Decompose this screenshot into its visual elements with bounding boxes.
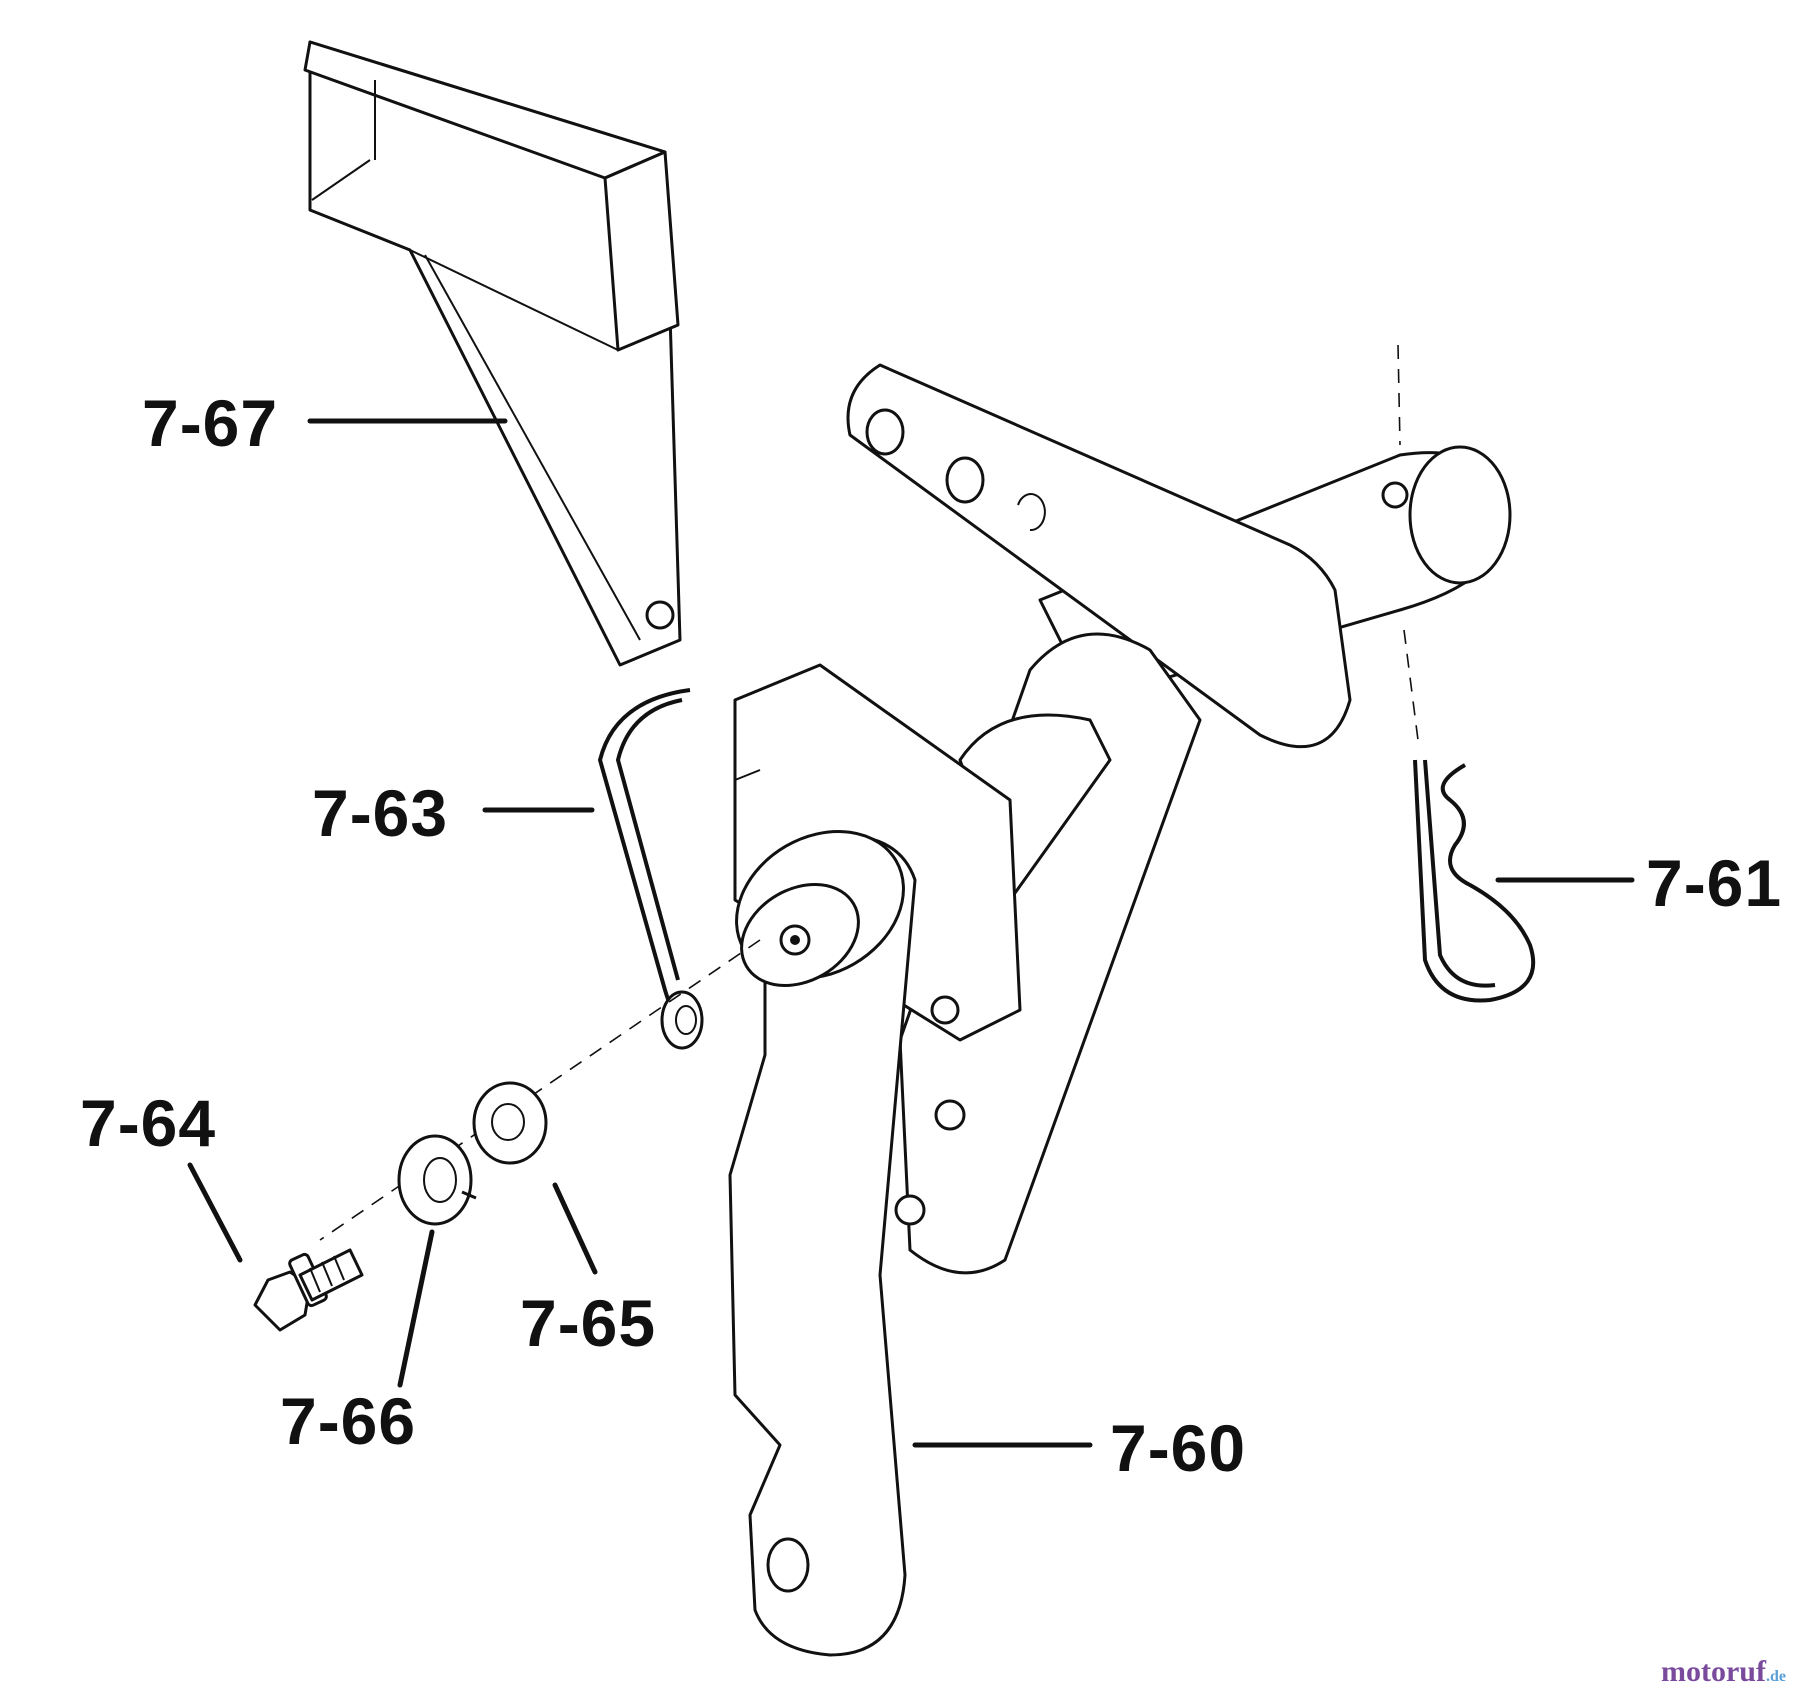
leader-lines: [187, 418, 1635, 1448]
upper-plate: [846, 363, 1352, 749]
callout-7-60: 7-60: [1110, 1411, 1247, 1485]
arm-boss: [735, 829, 905, 987]
hitch-pin-clip-7-61: [1413, 759, 1536, 1003]
bolt-7-64: [253, 1248, 364, 1332]
lock-washer-7-66: [397, 1134, 477, 1226]
callout-7-65: 7-65: [520, 1286, 657, 1360]
fastener-axis: [319, 939, 761, 1241]
plate-hole-1: [865, 408, 905, 456]
block-hole: [930, 995, 960, 1025]
watermark-text: motoruf: [1661, 1655, 1766, 1688]
hub-hole-2: [894, 1194, 926, 1226]
callout-7-66: 7-66: [280, 1384, 417, 1458]
spring-clip-7-63: [597, 688, 704, 1050]
pin-axis: [1397, 344, 1419, 741]
callout-7-64: 7-64: [80, 1086, 217, 1160]
arm-bottom-hole: [766, 1537, 810, 1593]
plate-hole-2: [945, 456, 985, 504]
leader-7-66: [397, 1229, 435, 1388]
leader-7-65: [552, 1182, 598, 1275]
bracket-7-67: [303, 40, 682, 667]
bracket-hole: [645, 600, 675, 630]
callout-7-63: 7-63: [312, 776, 449, 850]
callout-7-61: 7-61: [1646, 846, 1783, 920]
flat-washer-7-65: [472, 1081, 548, 1165]
hub-hole-1: [934, 1099, 966, 1131]
watermark-logo: motoruf.de: [1661, 1657, 1786, 1687]
leader-7-64: [187, 1162, 243, 1263]
watermark-suffix: .de: [1766, 1668, 1786, 1685]
shaft-end-hole: [1381, 481, 1409, 509]
callout-7-67: 7-67: [142, 386, 279, 460]
